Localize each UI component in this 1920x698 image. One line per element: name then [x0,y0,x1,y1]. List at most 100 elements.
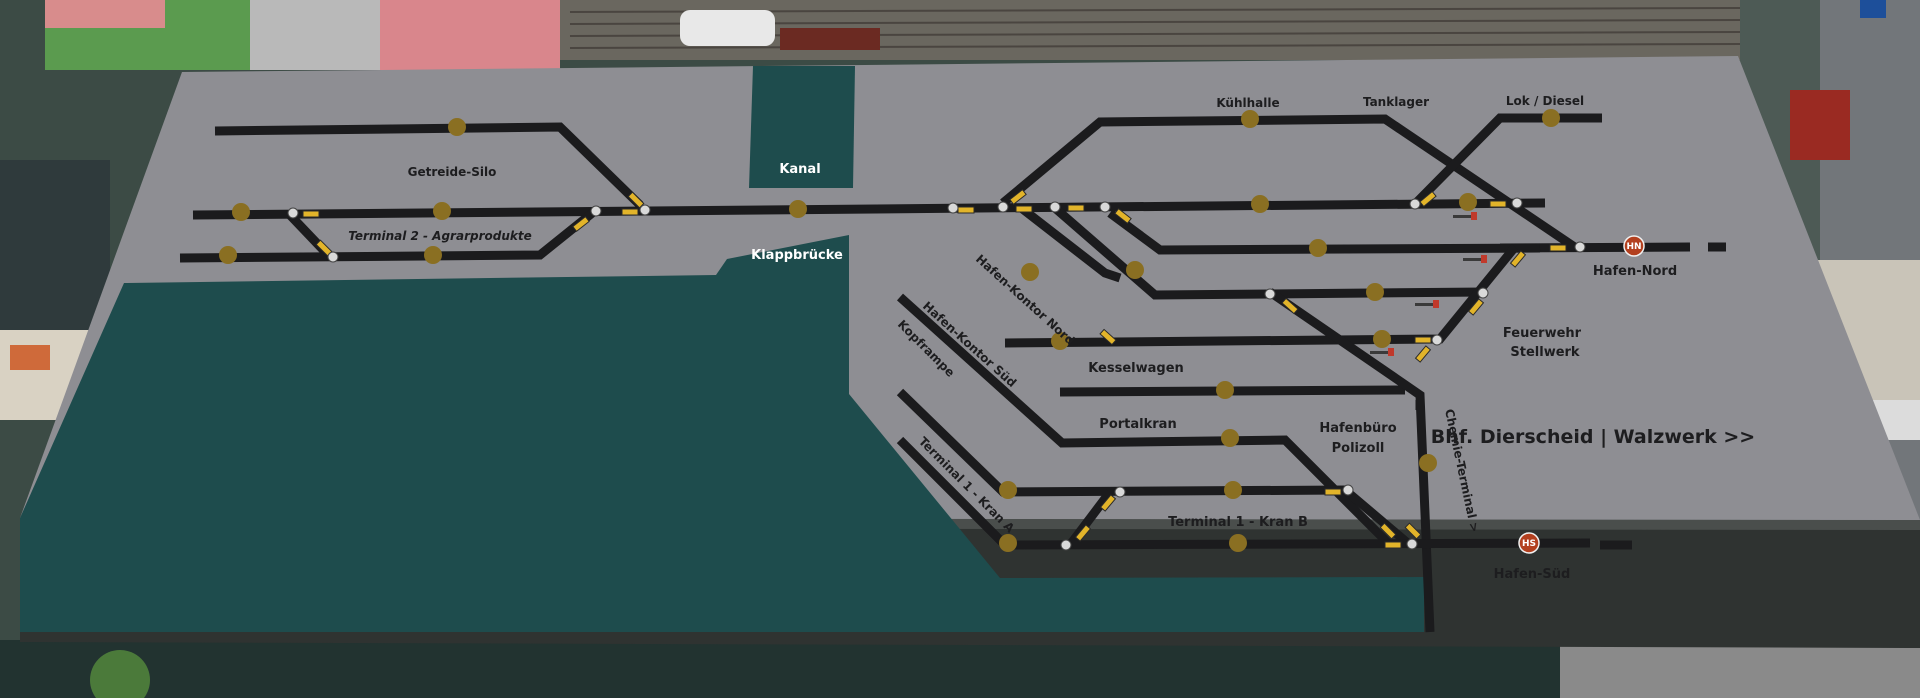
switch-node[interactable] [1264,288,1276,300]
signal[interactable] [219,246,237,264]
switch-nodes [287,197,1586,551]
switch-marker[interactable] [1009,189,1027,205]
label-getreide-silo: Getreide-Silo [408,165,497,179]
switch-node[interactable] [287,207,299,219]
svg-text:HN: HN [1626,242,1641,252]
label-terminal2: Terminal 2 - Agrarprodukte [348,229,531,243]
label-polizoll: Polizoll [1332,441,1385,456]
switch-node[interactable] [947,202,959,214]
switch-marker[interactable] [1467,298,1485,316]
label-portalkran: Portalkran [1099,417,1176,432]
switch-node[interactable] [1049,201,1061,213]
label-kanal: Kanal [779,162,820,177]
switch-node[interactable] [1409,198,1421,210]
label-kesselwagen: Kesselwagen [1088,361,1184,376]
switch-marker[interactable] [1509,250,1527,268]
signal[interactable] [1126,261,1144,279]
tank-wagon [680,10,775,46]
signal[interactable] [1419,454,1437,472]
switch-marker[interactable] [1281,297,1299,315]
signal[interactable] [433,202,451,220]
pink-building [380,0,560,70]
signal[interactable] [1542,109,1560,127]
switch-marker[interactable] [1414,336,1432,344]
signal[interactable] [1373,330,1391,348]
signal[interactable] [1229,534,1247,552]
switch-marker[interactable] [1379,522,1397,540]
signal[interactable] [448,118,466,136]
shunt-signals [1370,212,1487,356]
signals [219,109,1560,552]
label-hafen-nord: Hafen-Nord [1593,264,1677,279]
signal[interactable] [1366,283,1384,301]
switch-node[interactable] [1099,201,1111,213]
switch-marker[interactable] [1099,494,1117,512]
switch-marker[interactable] [1414,345,1432,363]
switch-marker[interactable] [572,216,590,232]
label-hafenbuero: Hafenbüro [1319,421,1396,436]
shunt-signal[interactable] [1481,255,1487,263]
switch-marker[interactable] [1404,522,1422,540]
signal[interactable] [1241,110,1259,128]
signal[interactable] [1216,381,1234,399]
signal[interactable] [1251,195,1269,213]
switch-marker[interactable] [1067,204,1085,212]
board-title: Bhf. Dierscheid | Walzwerk >> [1431,426,1755,448]
label-lok-diesel: Lok / Diesel [1506,94,1584,108]
label-terminal1-kran-b: Terminal 1 - Kran B [1168,515,1308,530]
switch-marker[interactable] [1114,208,1132,224]
signal[interactable] [999,481,1017,499]
switch-marker[interactable] [957,206,975,214]
vehicle [1860,0,1886,18]
signal[interactable] [1459,193,1477,211]
switch-marker[interactable] [302,210,320,218]
station-hafen-sued-badge[interactable]: HS [1518,532,1540,554]
switch-marker[interactable] [1384,541,1402,549]
switch-node[interactable] [1060,539,1072,551]
switch-marker[interactable] [1549,244,1567,252]
label-kuehlhalle: Kühlhalle [1216,96,1279,110]
signal[interactable] [1224,481,1242,499]
switch-node[interactable] [1342,484,1354,496]
switch-node[interactable] [1477,287,1489,299]
label-tanklager: Tanklager [1363,95,1429,109]
switch-node[interactable] [590,205,602,217]
signal[interactable] [999,534,1017,552]
label-feuerwehr: Feuerwehr [1503,326,1582,341]
signal[interactable] [232,203,250,221]
switch-marker[interactable] [621,208,639,216]
label-stellwerk: Stellwerk [1510,345,1580,360]
station-hafen-nord-badge[interactable]: HN [1623,235,1645,257]
signal[interactable] [1309,239,1327,257]
switch-marker[interactable] [1074,524,1092,542]
switch-node[interactable] [1431,334,1443,346]
red-building [1790,90,1850,160]
switch-node[interactable] [997,201,1009,213]
switch-marker[interactable] [1099,328,1117,346]
shunt-signal[interactable] [1433,300,1439,308]
switch-marker[interactable] [1015,205,1033,213]
svg-text:HS: HS [1522,539,1536,549]
signal[interactable] [789,200,807,218]
label-hafen-sued: Hafen-Süd [1494,567,1571,582]
switch-node[interactable] [1511,197,1523,209]
canal [749,66,855,188]
switch-marker[interactable] [1419,190,1437,208]
switch-marker[interactable] [1489,200,1507,208]
switch-node[interactable] [1114,486,1126,498]
harbor-basin [20,235,1424,632]
switch-marker[interactable] [1324,488,1342,496]
label-klappbruecke: Klappbrücke [751,248,843,263]
shunt-signal[interactable] [1471,212,1477,220]
signal[interactable] [1051,332,1069,350]
signal[interactable] [1021,263,1039,281]
switch-node[interactable] [639,204,651,216]
switch-node[interactable] [327,251,339,263]
switches [302,189,1567,549]
switch-node[interactable] [1406,538,1418,550]
signal[interactable] [1221,429,1239,447]
shunt-signal[interactable] [1388,348,1394,356]
signal[interactable] [424,246,442,264]
switch-node[interactable] [1574,241,1586,253]
